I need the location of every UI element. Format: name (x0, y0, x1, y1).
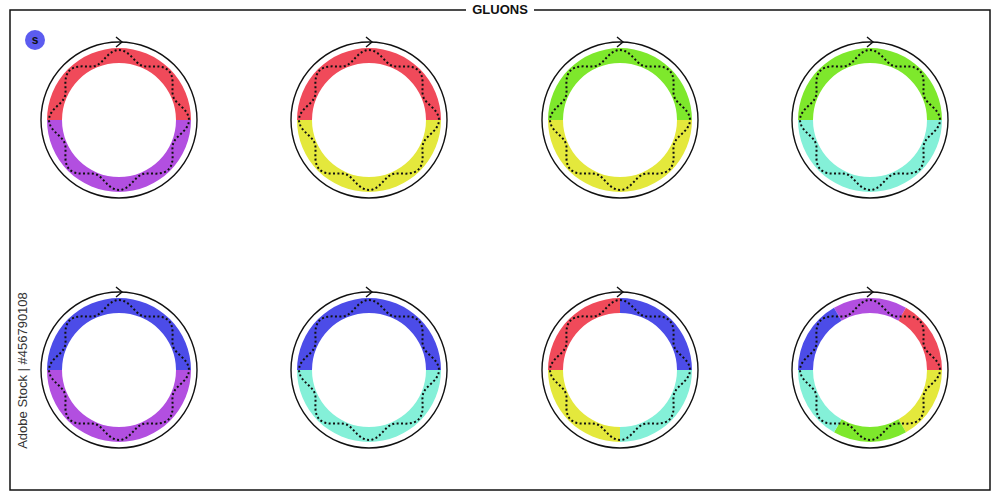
wavy-dotted-line (49, 300, 189, 440)
orbit-circle (792, 292, 948, 448)
orbit-circle (291, 42, 447, 198)
direction-arrow (116, 37, 122, 47)
orbit-circle (41, 42, 197, 198)
color-segment (798, 308, 842, 370)
wavy-dotted-line (550, 300, 690, 440)
wavy-dotted-line (49, 50, 189, 190)
color-segment (548, 120, 692, 192)
color-segment (620, 298, 692, 370)
gluon-ring (41, 287, 197, 448)
color-segment (47, 298, 191, 370)
wavy-dotted-line (299, 50, 439, 190)
orbit-circle (542, 42, 698, 198)
gluon-ring (542, 287, 698, 448)
gluon-ring (291, 287, 447, 448)
direction-arrow (116, 287, 122, 297)
color-segment (620, 370, 692, 442)
gluon-ring (41, 37, 197, 198)
direction-arrow (366, 287, 372, 297)
wavy-dotted-line (299, 300, 439, 440)
direction-arrow (617, 37, 623, 47)
frame (10, 10, 990, 490)
color-segment (899, 370, 943, 432)
color-segment (548, 298, 620, 370)
color-segment (297, 120, 441, 192)
title: GLUONS (466, 2, 534, 18)
color-segment (297, 48, 441, 120)
badge-letter: s (32, 33, 39, 47)
orbit-circle (542, 292, 698, 448)
direction-arrow (366, 37, 372, 47)
color-segment (297, 370, 441, 442)
color-segment (798, 120, 942, 192)
color-segment (47, 48, 191, 120)
gluon-rings (41, 37, 948, 448)
orbit-circle (41, 292, 197, 448)
direction-arrow (617, 287, 623, 297)
wavy-dotted-line (800, 300, 940, 440)
direction-arrow (867, 287, 873, 297)
color-segment (548, 48, 692, 120)
orbit-circle (291, 292, 447, 448)
color-segment (798, 48, 942, 120)
color-segment (47, 120, 191, 192)
gluon-ring (542, 37, 698, 198)
gluon-ring (291, 37, 447, 198)
color-segment (297, 298, 441, 370)
badge-circle: s (25, 30, 45, 50)
gluon-ring (792, 287, 948, 448)
direction-arrow (867, 37, 873, 47)
wavy-dotted-line (550, 50, 690, 190)
orbit-circle (792, 42, 948, 198)
wavy-dotted-line (800, 50, 940, 190)
gluon-ring (792, 37, 948, 198)
watermark: Adobe Stock | #456790108 (15, 292, 30, 449)
color-segment (548, 370, 620, 442)
color-segment (47, 370, 191, 442)
